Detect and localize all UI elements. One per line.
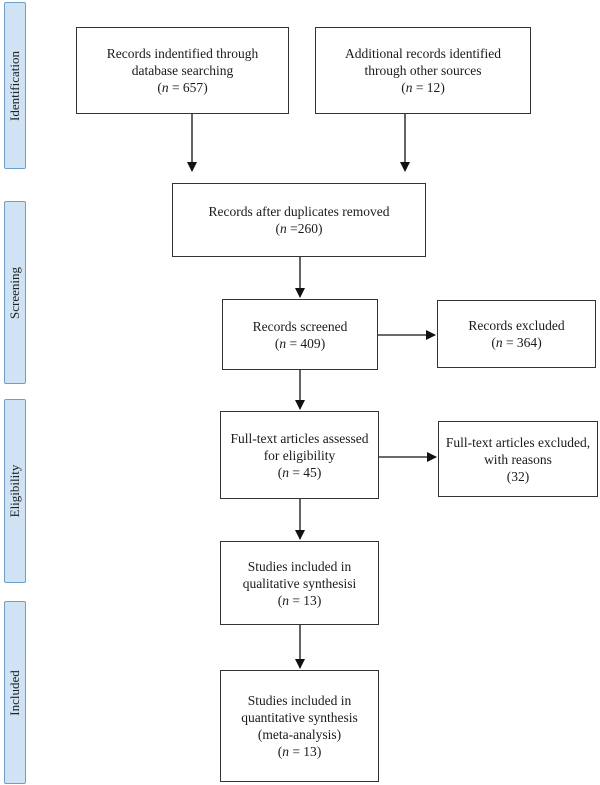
n-symbol: n <box>280 221 287 236</box>
n-symbol: n <box>495 335 503 350</box>
box-line: quantitative synthesis <box>241 710 358 725</box>
n-value: = 13 <box>288 744 317 759</box>
phase-screening: Screening <box>4 201 26 384</box>
box-line: Studies included in <box>247 558 352 574</box>
n-symbol: n <box>405 80 413 95</box>
box-quantitative-synthesis: Studies included in quantitative synthes… <box>220 670 379 782</box>
box-fulltext-excluded: Full-text articles excluded, with reason… <box>438 421 598 497</box>
n-value: 32 <box>511 468 525 484</box>
phase-included: Included <box>4 601 26 784</box>
box-line: with reasons <box>484 451 552 467</box>
box-line: Additional records identified <box>345 46 501 61</box>
box-count: (n = 13) <box>277 592 322 608</box>
box-count: (n =260) <box>275 221 323 236</box>
n-value: = 13 <box>288 592 317 608</box>
phase-eligibility: Eligibility <box>4 399 26 583</box>
n-symbol: n <box>279 335 287 351</box>
box-records-screened: Records screened (n = 409) <box>222 299 378 370</box>
box-line: Studies included in <box>247 693 352 708</box>
n-value: = 45 <box>288 464 317 480</box>
box-qualitative-synthesis: Studies included in qualitative synthesi… <box>220 541 379 625</box>
box-line: database searching <box>131 63 234 78</box>
n-symbol: n <box>282 464 289 480</box>
box-count: (n = 409) <box>274 335 326 351</box>
box-line: Full-text articles assessed <box>230 430 369 446</box>
n-symbol: n <box>282 592 289 608</box>
box-after-duplicates: Records after duplicates removed (n =260… <box>172 183 426 257</box>
box-database-search: Records indentified through database sea… <box>76 27 289 114</box>
box-line: Records indentified through <box>106 46 259 61</box>
phase-identification: Identification <box>4 2 26 169</box>
box-line: Records excluded <box>468 318 565 333</box>
n-value: = 409 <box>286 335 321 351</box>
n-value: = 364 <box>502 335 538 350</box>
n-symbol: n <box>161 80 169 95</box>
n-value: = 657 <box>168 80 204 95</box>
n-value: = 12 <box>412 80 441 95</box>
box-line: (meta-analysis) <box>257 727 342 742</box>
box-line: for eligibility <box>263 447 336 463</box>
box-line: Records after duplicates removed <box>208 204 390 219</box>
box-fulltext-assessed: Full-text articles assessed for eligibil… <box>220 411 379 499</box>
box-other-sources: Additional records identified through ot… <box>315 27 531 114</box>
box-count: (n = 13) <box>277 744 322 759</box>
box-line: through other sources <box>364 63 482 78</box>
box-count: (32) <box>506 468 530 484</box>
n-value: =260 <box>286 221 318 236</box>
box-count: (n = 45) <box>277 464 322 480</box>
box-count: (n = 364) <box>491 335 542 350</box>
n-symbol: n <box>282 744 289 759</box>
box-line: Full-text articles excluded, <box>445 434 591 450</box>
box-count: (n = 657) <box>157 80 208 95</box>
box-records-excluded: Records excluded (n = 364) <box>437 300 596 368</box>
box-line: Records screened <box>252 318 348 334</box>
box-line: qualitative synthesisi <box>242 575 357 591</box>
box-count: (n = 12) <box>401 80 445 95</box>
